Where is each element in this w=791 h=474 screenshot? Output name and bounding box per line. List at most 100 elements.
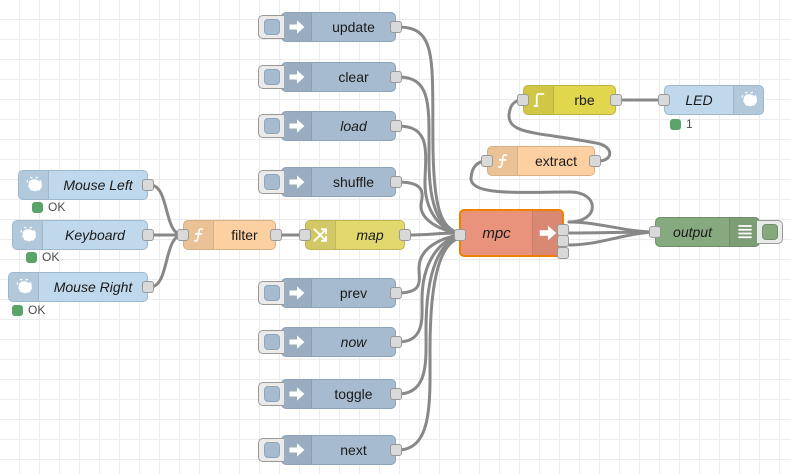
inject-button[interactable]	[258, 15, 284, 39]
inject-arrow-icon	[282, 328, 312, 356]
inject-button-knob	[263, 442, 280, 458]
switch-cross-icon	[306, 221, 336, 249]
inject-arrow-icon	[282, 112, 312, 140]
output-port[interactable]	[589, 155, 601, 167]
node-body: now	[312, 328, 395, 356]
input-port[interactable]	[649, 226, 661, 238]
debug-toggle-knob	[761, 224, 778, 240]
node-keyboard[interactable]: Keyboard	[12, 220, 154, 250]
node-inject-toggle[interactable]: toggle	[258, 379, 402, 409]
wire-update-mpc	[396, 25, 461, 235]
wire-prev-mpc	[396, 233, 461, 295]
output-port[interactable]	[390, 71, 402, 83]
output-port[interactable]	[390, 336, 402, 348]
node-inject-load[interactable]: load	[258, 111, 402, 141]
output-port[interactable]	[142, 281, 154, 293]
node-inject-prev[interactable]: prev	[258, 278, 402, 308]
node-body: load	[312, 112, 395, 140]
node-mouse-right[interactable]: Mouse Right	[8, 272, 154, 302]
rbe-step-icon	[524, 86, 554, 114]
output-port[interactable]	[610, 94, 622, 106]
node-body: map	[336, 221, 404, 249]
node-body: update	[312, 13, 395, 41]
wire-mpc-out1-output	[567, 220, 657, 234]
raspberry-pi-icon	[733, 86, 763, 114]
node-led[interactable]: LED	[658, 85, 764, 115]
input-port[interactable]	[517, 94, 529, 106]
node-mouse-left[interactable]: Mouse Left	[18, 170, 154, 200]
input-port[interactable]	[454, 229, 466, 241]
node-label: Keyboard	[65, 227, 125, 243]
input-port[interactable]	[481, 155, 493, 167]
inject-button[interactable]	[258, 65, 284, 89]
status-text: 1	[686, 117, 693, 131]
input-port[interactable]	[299, 229, 311, 241]
output-port[interactable]	[390, 444, 402, 456]
inject-button[interactable]	[258, 281, 284, 305]
node-label: load	[340, 118, 367, 134]
node-label: filter	[231, 227, 258, 243]
inject-button[interactable]	[258, 170, 284, 194]
node-rbe[interactable]: rbe	[517, 85, 622, 115]
output-port[interactable]	[270, 229, 282, 241]
wire-mouse-left-filter	[148, 183, 185, 237]
inject-button[interactable]	[258, 382, 284, 406]
status-keyboard: OK	[26, 250, 59, 264]
output-port[interactable]	[390, 287, 402, 299]
node-inject-next[interactable]: next	[258, 435, 402, 465]
inject-arrow-icon	[282, 13, 312, 41]
inject-arrow-icon	[282, 279, 312, 307]
inject-arrow-icon	[282, 168, 312, 196]
output-port[interactable]	[142, 229, 154, 241]
node-inject-clear[interactable]: clear	[258, 62, 402, 92]
output-port[interactable]	[390, 388, 402, 400]
output-port-2[interactable]	[557, 235, 569, 247]
node-body: next	[312, 436, 395, 464]
node-label: map	[356, 227, 384, 243]
status-text: OK	[42, 250, 60, 264]
inject-arrow-icon	[282, 436, 312, 464]
node-body: toggle	[312, 380, 395, 408]
wire-map-mpc	[405, 231, 461, 237]
inject-button[interactable]	[258, 330, 284, 354]
output-port[interactable]	[390, 176, 402, 188]
output-port[interactable]	[390, 21, 402, 33]
node-label: LED	[685, 92, 713, 108]
wire-shuffle-mpc	[396, 180, 461, 235]
inject-arrow-icon	[282, 63, 312, 91]
output-port[interactable]	[142, 179, 154, 191]
node-inject-now[interactable]: now	[258, 327, 402, 357]
node-body: mpc	[461, 211, 532, 255]
output-port-3[interactable]	[557, 247, 569, 259]
node-extract[interactable]: extract	[481, 146, 601, 176]
inject-button[interactable]	[258, 438, 284, 462]
node-label: update	[332, 19, 375, 35]
debug-toggle-button[interactable]	[757, 220, 783, 244]
inject-button-knob	[263, 118, 280, 134]
node-inject-shuffle[interactable]: shuffle	[258, 167, 402, 197]
wire-now-mpc	[396, 234, 461, 344]
function-f-icon	[184, 221, 214, 249]
node-mpc[interactable]: mpc	[454, 209, 569, 259]
output-port[interactable]	[399, 229, 411, 241]
node-map[interactable]: map	[299, 220, 411, 250]
inject-button-knob	[263, 285, 280, 301]
input-port[interactable]	[177, 229, 189, 241]
status-mouse-left: OK	[32, 200, 65, 214]
node-label: toggle	[334, 386, 373, 402]
node-output-debug[interactable]: output	[649, 217, 783, 247]
node-filter[interactable]: filter	[177, 220, 282, 250]
status-text: OK	[48, 200, 66, 214]
node-label: Mouse Right	[53, 279, 133, 295]
inject-button[interactable]	[258, 114, 284, 138]
output-port[interactable]	[390, 120, 402, 132]
inject-button-knob	[263, 334, 280, 350]
input-port[interactable]	[658, 94, 670, 106]
inject-button-knob	[263, 174, 280, 190]
node-inject-update[interactable]: update	[258, 12, 402, 42]
inject-button-knob	[263, 69, 280, 85]
wire-next-mpc	[396, 236, 461, 452]
node-body: Keyboard	[43, 221, 147, 249]
node-body: Mouse Left	[49, 171, 147, 199]
